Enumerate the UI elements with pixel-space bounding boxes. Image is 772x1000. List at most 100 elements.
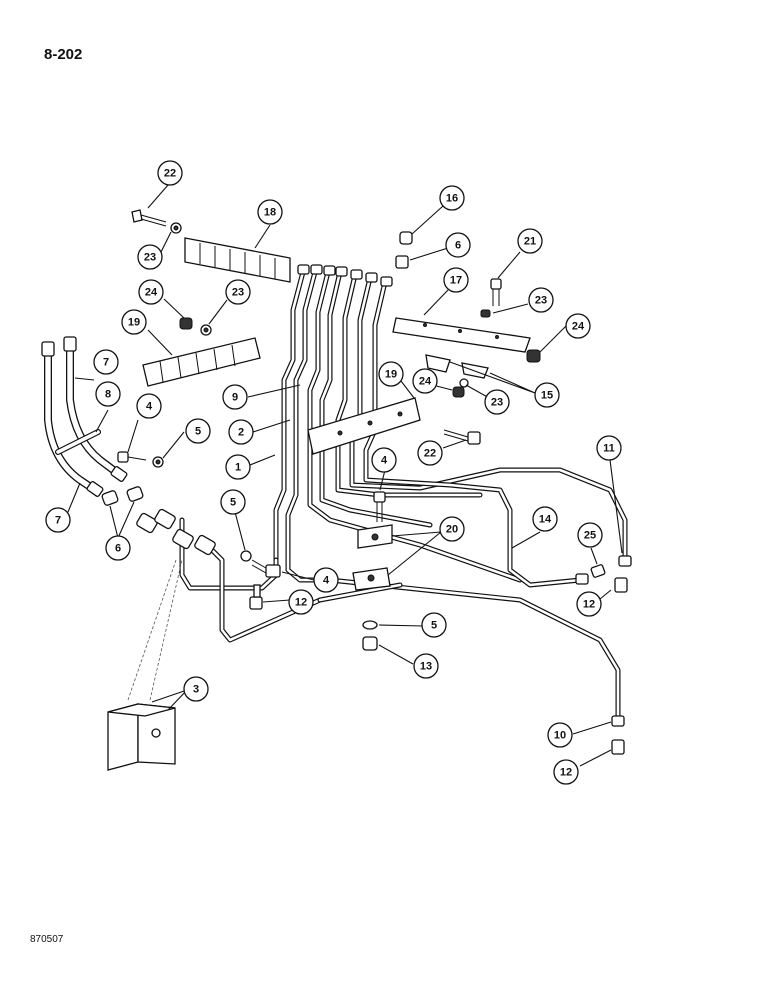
- callout-label: 12: [560, 767, 572, 779]
- callout-label: 5: [195, 426, 201, 438]
- callout-23: 23: [484, 389, 510, 415]
- callout-circle: [138, 279, 164, 305]
- callout-12: 12: [576, 591, 602, 617]
- callout-circle: [157, 160, 183, 186]
- callout-label: 4: [146, 401, 153, 413]
- callout-label: 12: [295, 597, 307, 609]
- leader-lines: [67, 184, 623, 767]
- callout-label: 6: [115, 543, 121, 555]
- callout-circle: [576, 591, 602, 617]
- callout-4: 4: [371, 447, 397, 473]
- callout-circle: [222, 384, 248, 410]
- callout-circle: [257, 199, 283, 225]
- callout-circle: [225, 454, 251, 480]
- callout-14: 14: [532, 506, 558, 532]
- callout-label: 1: [235, 462, 241, 474]
- callout-label: 8: [105, 389, 111, 401]
- callout-label: 19: [385, 369, 397, 381]
- callout-24: 24: [565, 313, 591, 339]
- hoses: [41, 336, 128, 497]
- callout-label: 3: [193, 684, 199, 696]
- callout-circle: [225, 279, 251, 305]
- callout-label: 23: [144, 252, 156, 264]
- callout-4: 4: [136, 393, 162, 419]
- callout-circle: [45, 507, 71, 533]
- callout-circle: [93, 349, 119, 375]
- clamp-block-right: [307, 231, 541, 455]
- callout-label: 11: [603, 443, 615, 455]
- callout-label: 7: [55, 515, 61, 527]
- callout-19: 19: [378, 361, 404, 387]
- callout-circle: [378, 361, 404, 387]
- callout-label: 22: [164, 168, 176, 180]
- callout-7: 7: [45, 507, 71, 533]
- callout-circle: [528, 287, 554, 313]
- callout-circle: [105, 535, 131, 561]
- callout-label: 18: [264, 207, 276, 219]
- callout-circle: [596, 435, 622, 461]
- callout-label: 10: [554, 730, 566, 742]
- callout-circle: [532, 506, 558, 532]
- callout-5: 5: [220, 489, 246, 515]
- callout-circle: [412, 368, 438, 394]
- callout-label: 23: [535, 295, 547, 307]
- callout-3: 3: [183, 676, 209, 702]
- page-number: 8-202: [44, 46, 83, 63]
- callout-circle: [183, 676, 209, 702]
- callout-13: 13: [413, 653, 439, 679]
- callout-circle: [185, 418, 211, 444]
- callout-label: 22: [424, 448, 436, 460]
- callout-16: 16: [439, 185, 465, 211]
- drawing-code: 870507: [30, 934, 64, 945]
- callout-8: 8: [95, 381, 121, 407]
- callout-23: 23: [225, 279, 251, 305]
- callout-9: 9: [222, 384, 248, 410]
- callout-label: 15: [541, 390, 553, 402]
- callout-circle: [517, 228, 543, 254]
- callout-circle: [553, 759, 579, 785]
- callout-22: 22: [157, 160, 183, 186]
- callout-label: 24: [145, 287, 158, 299]
- clamp-block-upper: [131, 209, 291, 387]
- callout-7: 7: [93, 349, 119, 375]
- callout-12: 12: [553, 759, 579, 785]
- callout-label: 5: [431, 620, 437, 632]
- callout-label: 7: [103, 357, 109, 369]
- callout-circle: [95, 381, 121, 407]
- callout-label: 23: [491, 397, 503, 409]
- callout-1: 1: [225, 454, 251, 480]
- callout-18: 18: [257, 199, 283, 225]
- callout-label: 23: [232, 287, 244, 299]
- callout-circle: [565, 313, 591, 339]
- callout-circle: [439, 185, 465, 211]
- callout-circle: [220, 489, 246, 515]
- callout-label: 6: [455, 240, 461, 252]
- callout-21: 21: [517, 228, 543, 254]
- callout-circle: [371, 447, 397, 473]
- callout-circle: [421, 612, 447, 638]
- callout-circle: [228, 419, 254, 445]
- callout-23: 23: [137, 244, 163, 270]
- callout-24: 24: [412, 368, 438, 394]
- callout-circle: [484, 389, 510, 415]
- callout-label: 9: [232, 392, 238, 404]
- callout-label: 21: [524, 236, 536, 248]
- callout-17: 17: [443, 267, 469, 293]
- callout-20: 20: [439, 516, 465, 542]
- callout-label: 13: [420, 661, 432, 673]
- callout-19: 19: [121, 309, 147, 335]
- callout-10: 10: [547, 722, 573, 748]
- callout-circle: [547, 722, 573, 748]
- callout-circle: [439, 516, 465, 542]
- callout-label: 24: [419, 376, 432, 388]
- callout-label: 12: [583, 599, 595, 611]
- callout-label: 25: [584, 530, 596, 542]
- callout-label: 20: [446, 524, 458, 536]
- callout-25: 25: [577, 522, 603, 548]
- callout-label: 5: [230, 497, 236, 509]
- callout-circle: [417, 440, 443, 466]
- callout-circle: [137, 244, 163, 270]
